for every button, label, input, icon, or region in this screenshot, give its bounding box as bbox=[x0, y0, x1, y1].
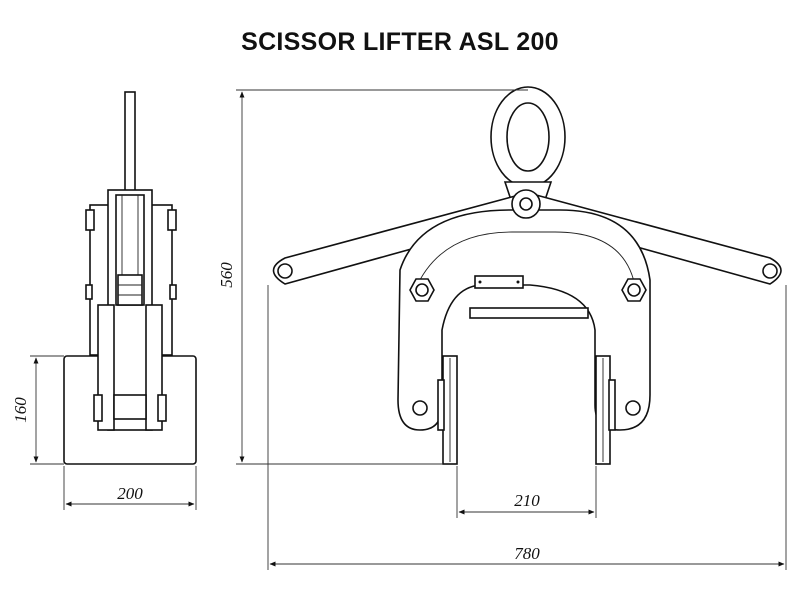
right-nut bbox=[621, 278, 647, 302]
left-nut bbox=[409, 278, 435, 302]
side-lifting-rod bbox=[124, 91, 136, 203]
upper-jaw-bar bbox=[469, 307, 589, 319]
side-hinge-block bbox=[117, 274, 143, 306]
side-bottom-link bbox=[113, 394, 147, 420]
dim-label-780: 780 bbox=[514, 544, 540, 563]
front-view-dimensions: 560 210 780 bbox=[217, 89, 787, 570]
right-lower-pivot bbox=[625, 400, 641, 416]
dim-label-200: 200 bbox=[117, 484, 143, 503]
front-view bbox=[272, 86, 782, 465]
side-view bbox=[63, 91, 197, 465]
left-arm-pivot bbox=[277, 263, 293, 279]
name-plate bbox=[474, 275, 524, 289]
right-arm-pivot bbox=[762, 263, 778, 279]
side-right-stud bbox=[169, 284, 177, 300]
page-title: SCISSOR LIFTER ASL 200 bbox=[241, 28, 559, 56]
lifting-eye-hole bbox=[506, 102, 550, 172]
dim-label-210: 210 bbox=[514, 491, 540, 510]
side-left-pin bbox=[85, 209, 95, 231]
side-left-bolt bbox=[93, 394, 103, 422]
side-left-stud bbox=[85, 284, 93, 300]
left-lower-pivot bbox=[412, 400, 428, 416]
dim-label-560: 560 bbox=[217, 262, 236, 288]
side-view-dimensions: 160 200 bbox=[11, 355, 197, 510]
dim-label-160: 160 bbox=[11, 397, 30, 423]
c-frame bbox=[397, 209, 651, 431]
side-right-pin bbox=[167, 209, 177, 231]
side-right-bolt bbox=[157, 394, 167, 422]
